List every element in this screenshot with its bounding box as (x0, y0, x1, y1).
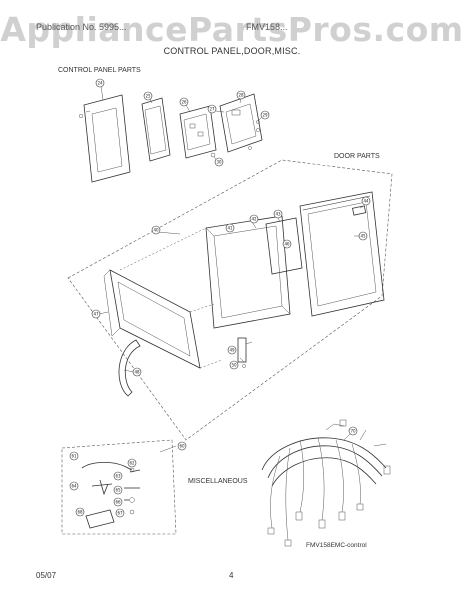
callout-label: 41 (227, 226, 233, 231)
callout-label: 67 (117, 511, 123, 516)
door-inner-frame (205, 215, 291, 329)
callout-label: 30 (216, 160, 222, 165)
footer-date: 05/07 (36, 571, 57, 580)
callout-label: 48 (134, 370, 140, 375)
callout-label: 66 (115, 500, 121, 505)
misc-callouts: 60 61 62 63 64 65 66 67 68 (69, 441, 187, 518)
control-panel-label: CONTROL PANEL PARTS (58, 67, 141, 74)
callout-label: 29 (262, 113, 268, 118)
door-latch-bracket (237, 337, 253, 368)
miscellaneous-label: MISCELLANEOUS (188, 478, 248, 485)
misc-hardware (81, 462, 141, 529)
callout-label: 49 (229, 348, 235, 353)
callout-label: 28 (238, 93, 244, 98)
control-panel-membrane (141, 97, 171, 162)
control-board-bracket (219, 93, 263, 153)
callout-label: 70 (350, 429, 356, 434)
callout-label: 44 (363, 199, 369, 204)
door-assembly-outline (67, 159, 393, 441)
door-handle (118, 339, 141, 397)
callout-label: 46 (284, 242, 290, 247)
callout-label: 65 (115, 488, 121, 493)
page-title: CONTROL PANEL,DOOR,MISC. (163, 46, 301, 56)
misc-parts-outline (61, 439, 177, 535)
callout-label: 50 (231, 363, 237, 368)
callout-label: 64 (71, 484, 77, 489)
control-circuit-board (179, 105, 217, 159)
door-glass-panel (265, 217, 303, 275)
door-callouts: 40 41 42 43 44 45 46 47 48 49 50 (91, 196, 371, 377)
callout-label: 43 (275, 212, 281, 217)
wire-callouts: 70 (348, 426, 358, 436)
control-callouts: 24 25 26 27 28 29 30 (95, 78, 270, 167)
callout-label: 60 (179, 444, 185, 449)
callout-label: 26 (181, 100, 187, 105)
door-parts-label: DOOR PARTS (334, 153, 380, 160)
figure-code: FMV158EMC-control (306, 542, 367, 549)
callout-label: 45 (360, 234, 366, 239)
watermark: AppliancePartsPros.com (0, 10, 464, 49)
control-panel-frame (78, 94, 131, 183)
footer-page-number: 4 (229, 571, 234, 580)
callout-label: 68 (77, 510, 83, 515)
callout-label: 47 (93, 312, 99, 317)
callout-label: 62 (129, 461, 135, 466)
header-right: FMV158... (246, 22, 288, 32)
door-latch-part (352, 205, 367, 216)
callout-label: 25 (145, 94, 151, 99)
door-outer-frame (299, 191, 385, 317)
wire-harness (261, 419, 391, 547)
callout-label: 27 (209, 107, 215, 112)
callout-label: 61 (71, 454, 77, 459)
callout-label: 63 (115, 474, 121, 479)
callout-label: 24 (97, 81, 103, 86)
door-front-panel (103, 269, 201, 369)
header-left: Publication No. 5995... (36, 22, 127, 32)
callout-label: 40 (153, 228, 159, 233)
callout-label: 42 (251, 217, 257, 222)
